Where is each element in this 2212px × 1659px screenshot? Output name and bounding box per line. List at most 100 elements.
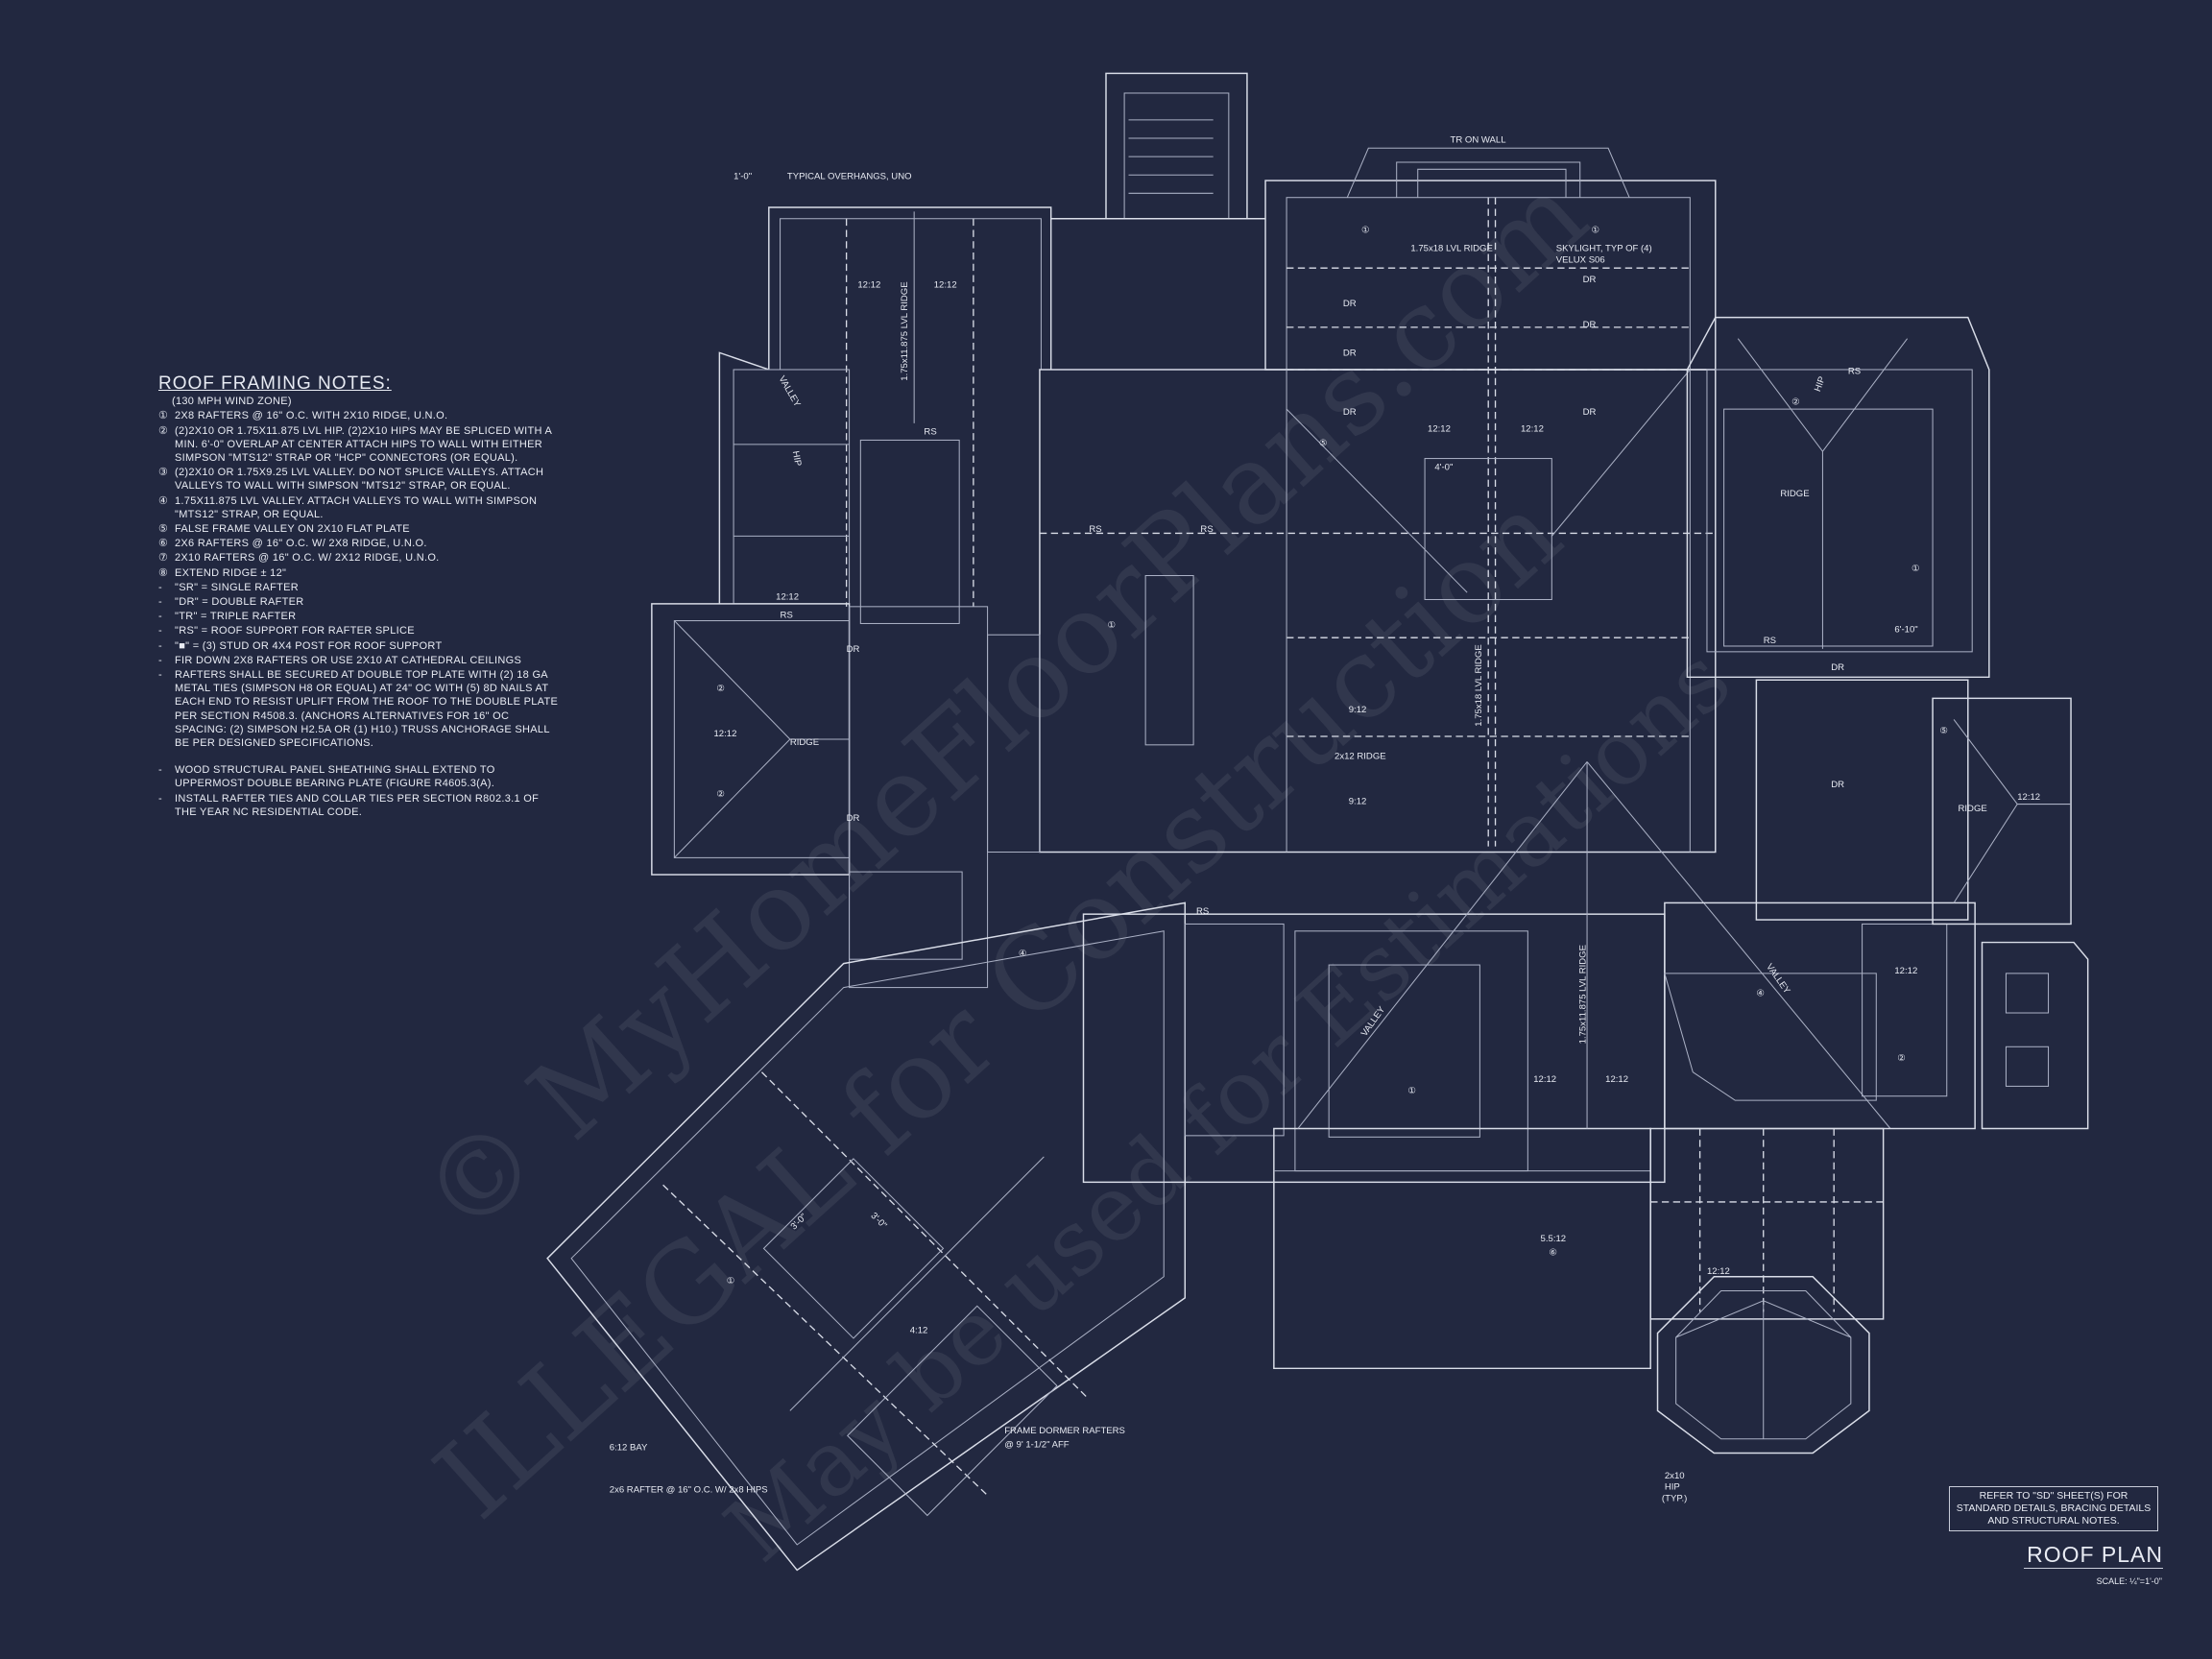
dashed-note: -WOOD STRUCTURAL PANEL SHEATHING SHALL E… [158,763,562,790]
lvl-ridge-label: 1.75x18 LVL RIDGE [1410,244,1492,254]
ridge-label: RIDGE [1959,804,1987,814]
dr-label: DR [1831,662,1844,673]
pitch-label: 12:12 [1605,1074,1628,1085]
note-text: "DR" = DOUBLE RAFTER [175,596,304,609]
pitch-label: 12:12 [857,280,880,291]
note-bullet: - [158,581,162,593]
hip-callout: ② [1791,397,1800,408]
dashed-note: -"DR" = DOUBLE RAFTER [158,595,562,609]
skylight-model-label: VELUX S06 [1556,254,1605,265]
note-text: WOOD STRUCTURAL PANEL SHEATHING SHALL EX… [175,764,495,790]
notes-title: ROOF FRAMING NOTES: [158,373,392,394]
numbered-notes: ① 2x8 RAFTERS @ 16" O.C. WITH 2x10 RIDGE,… [158,409,562,579]
dr-label: DR [1831,780,1844,790]
dashed-note: -INSTALL RAFTER TIES AND COLLAR TIES PER… [158,792,562,819]
overhang-note: TYPICAL OVERHANGS, UNO [787,172,912,182]
dr-label: DR [847,813,860,824]
rs-label: RS [1764,636,1776,646]
dashed-note: -RAFTERS SHALL BE SECURED AT DOUBLE TOP … [158,668,562,750]
note-bullet: - [158,639,162,652]
rafter-callout: ① [727,1276,735,1286]
note-text: 1.75x11.875 LVL VALLEY. ATTACH VALLEYS T… [175,494,538,520]
note-text: (2)2x10 OR 1.75x11.875 LVL HIP. (2)2x10 … [175,424,552,465]
bay-rafter-note: 2x6 RAFTER @ 16" O.C. W/ 2x8 HIPS [610,1485,768,1496]
rs-label: RS [781,611,793,621]
dormer-dimension-label: 3'-0" [868,1211,888,1231]
hip-label: HIP [1813,375,1828,394]
numbered-note: ④1.75x11.875 LVL VALLEY. ATTACH VALLEYS … [158,494,562,521]
dr-label: DR [1583,407,1597,418]
note-number: ⑦ [158,552,169,565]
note-number: ① [158,410,169,422]
pitch-label: 9:12 [1349,705,1367,715]
note-bullet: - [158,654,162,666]
bay-label: 6:12 BAY [610,1443,648,1454]
false-valley-callout: ⑤ [1939,726,1948,736]
note-number: ③ [158,467,169,479]
rafter-callout: ① [1407,1086,1416,1096]
tr-on-wall-label: TR ON WALL [1451,134,1506,145]
dimension-label: 6'-10" [1894,624,1917,635]
note-number: ⑥ [158,538,169,550]
note-text: FIR DOWN 2x8 RAFTERS OR USE 2x10 AT CATH… [175,654,522,666]
valley-label: VALLEY [1764,962,1792,997]
note-number: ② [158,424,169,437]
pitch-label: 12:12 [1533,1074,1556,1085]
note-text: FALSE FRAME VALLEY ON 2x10 FLAT PLATE [175,523,410,536]
false-valley-callout: ⑤ [1319,438,1328,448]
dashed-notes: -"SR" = SINGLE RAFTER-"DR" = DOUBLE RAFT… [158,581,562,819]
note-bullet: - [158,792,162,805]
note-text: 2x10 RAFTERS @ 16" O.C. W/ 2x12 RIDGE, U… [175,552,440,565]
note-bullet: - [158,625,162,637]
numbered-note: ⑦ 2x10 RAFTERS @ 16" O.C. W/ 2x12 RIDGE, … [158,551,562,565]
hip-typ-note: HIP [1665,1482,1680,1493]
dormer-note: FRAME DORMER RAFTERS [1004,1426,1125,1436]
plan-annotations: 1'-0" TYPICAL OVERHANGS, UNO TR ON WALL … [610,134,2040,1503]
sheet-scale: SCALE: ¼"=1'-0" [2096,1576,2162,1586]
pitch-label: 12:12 [934,280,957,291]
pitch-label: 12:12 [2017,792,2040,803]
note-text: EXTEND RIDGE ± 12" [175,566,287,579]
note-bullet: - [158,764,162,777]
rafter-callout: ① [1591,225,1599,235]
note-bullet: - [158,611,162,623]
dormer-height-note: @ 9' 1-1/2" AFF [1004,1440,1070,1451]
pitch-label: 4:12 [910,1326,928,1336]
note-bullet: - [158,669,162,682]
note-text: RAFTERS SHALL BE SECURED AT DOUBLE TOP P… [175,669,559,750]
note-bullet: - [158,596,162,609]
rafter-callout: ① [1911,564,1920,574]
ridge-label: RIDGE [1780,489,1809,499]
hip-callout: ② [716,684,725,694]
note-text: "TR" = TRIPLE RAFTER [175,611,297,623]
ridge-label: RIDGE [790,737,819,748]
rs-label: RS [1200,524,1213,535]
valley-callout: ④ [1019,949,1027,959]
pitch-label: 12:12 [1521,424,1544,435]
dashed-note: - FIR DOWN 2x8 RAFTERS OR USE 2x10 AT CAT… [158,654,562,667]
center-lvl-ridge-label: 1.75x18 LVL RIDGE [1474,644,1484,726]
hip-typ-note: 2x10 [1665,1471,1685,1481]
lower-lvl-ridge-label: 1.75x11.875 LVL RIDGE [1578,945,1589,1044]
dr-label: DR [1583,275,1597,285]
pitch-label: 9:12 [1349,797,1367,807]
roof-framing-notes: ROOF FRAMING NOTES: (130 MPH WIND ZONE) … [158,373,562,819]
numbered-note: ① 2x8 RAFTERS @ 16" O.C. WITH 2x10 RIDGE,… [158,409,562,422]
dashed-note: -"RS" = ROOF SUPPORT FOR RAFTER SPLICE [158,624,562,637]
numbered-note: ⑥2x6 RAFTERS @ 16" O.C. W/ 2x8 RIDGE, U.… [158,537,562,550]
dashed-note: -"SR" = SINGLE RAFTER [158,581,562,594]
rs-label: RS [1089,524,1101,535]
rs-label: RS [924,427,936,438]
pitch-label: 5.5:12 [1541,1234,1567,1244]
note-text: 2x8 RAFTERS @ 16" O.C. WITH 2x10 RIDGE, … [175,410,448,422]
reference-note-box: REFER TO "SD" SHEET(S) FOR STANDARD DETA… [1949,1486,2158,1531]
dr-label: DR [847,644,860,655]
note-text: (2)2x10 OR 1.75x9.25 LVL VALLEY. DO NOT … [175,467,544,493]
pitch-label: 12:12 [1894,966,1917,976]
numbered-note: ② (2)2x10 OR 1.75x11.875 LVL HIP. (2)2x10… [158,424,562,466]
dr-label: DR [1343,299,1357,309]
dimension-label: 4'-0" [1434,462,1453,472]
note-text: "■" = (3) STUD OR 4x4 POST FOR ROOF SUPP… [175,639,443,652]
